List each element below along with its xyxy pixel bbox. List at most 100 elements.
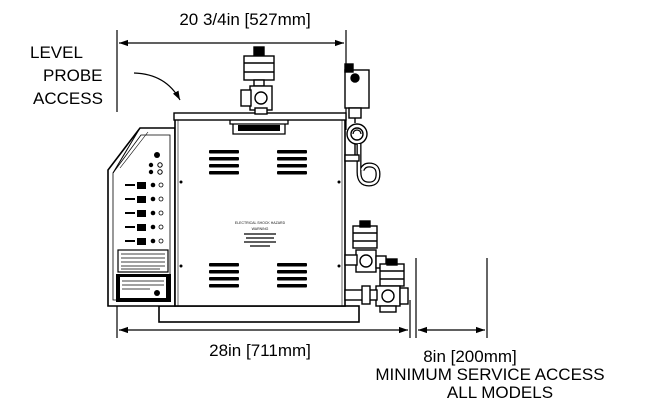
valve-nipple (254, 107, 268, 115)
panel-light (150, 182, 156, 188)
panel-light (158, 196, 164, 202)
panel-light (150, 224, 156, 230)
panel-light (150, 210, 156, 216)
top-solenoid-valve (240, 46, 275, 115)
panel-switch (137, 224, 146, 231)
level-probe-label-line2: PROBE (43, 66, 103, 85)
pressure-switch-base (348, 107, 362, 119)
panel-indicator-light (148, 162, 154, 168)
solenoid-coil (243, 55, 275, 81)
panel-legend-strip (125, 212, 135, 214)
lifting-handle (229, 120, 289, 135)
service-access-label-line1: MINIMUM SERVICE ACCESS (375, 365, 605, 384)
cabinet-screw (337, 264, 341, 268)
pressure-switch-knob (350, 73, 360, 83)
panel-light (158, 182, 164, 188)
panel-legend-strip (125, 226, 135, 228)
louver-slot (277, 284, 307, 288)
drain-pipe (344, 289, 378, 301)
valve-port (254, 91, 268, 105)
base-skid (158, 305, 360, 323)
louver-slot (209, 171, 239, 175)
fill-valve-port (359, 254, 373, 268)
cabinet-screw (179, 180, 183, 184)
panel-legend-strip (125, 184, 135, 186)
solenoid-stem (253, 79, 265, 87)
boiler-cabinet: ELECTRICAL SHOCK HAZARD WARNING (173, 112, 347, 307)
panel-slant-detail (119, 131, 149, 169)
panel-legend-strip (125, 198, 135, 200)
fill-solenoid-coil (352, 225, 378, 249)
louver-slot (209, 263, 239, 267)
data-plate-text-lines (121, 253, 165, 270)
panel-bevel-line (112, 127, 141, 174)
top-width-label: 20 3/4in [527mm] (179, 10, 311, 29)
data-plate-window-lines (122, 280, 164, 290)
drain-valve-outlet-lower (379, 305, 397, 313)
louver-slot (277, 263, 307, 267)
service-clearance-label: 8in [200mm] (423, 347, 517, 366)
louver-slot (209, 270, 239, 274)
louver-slot (277, 277, 307, 281)
panel-switch (137, 210, 146, 217)
cabinet-warning-label: ELECTRICAL SHOCK HAZARD WARNING (235, 221, 286, 247)
louver-slot (209, 150, 239, 154)
panel-indicator-light (148, 169, 154, 175)
cabinet-louvers (209, 150, 307, 288)
valve-fitting-left (240, 89, 252, 107)
panel-screw (154, 290, 160, 296)
louver-slot (277, 157, 307, 161)
pressure-switch-conduit (344, 63, 354, 73)
fill-valve-side-pipe (344, 254, 358, 266)
lifting-handle-bar (238, 125, 280, 131)
panel-light (150, 238, 156, 244)
panel-switch-rows (125, 182, 164, 245)
pressure-controls (344, 63, 381, 187)
level-probe-label-line3: ACCESS (33, 89, 103, 108)
warning-label-line1: ELECTRICAL SHOCK HAZARD (235, 221, 286, 225)
cabinet-screw (337, 180, 341, 184)
level-probe-leader-arrow (133, 72, 181, 101)
louver-slot (277, 270, 307, 274)
panel-light (158, 238, 164, 244)
louver-slot (209, 157, 239, 161)
pigtail-siphon-loop-inner (357, 144, 380, 186)
warning-label-line2: WARNING (252, 227, 269, 231)
panel-legend-strip (125, 240, 135, 242)
cabinet-screws (179, 180, 341, 268)
louver-slot (277, 150, 307, 154)
service-clearance-dimension (415, 258, 488, 338)
bottom-width-label: 28in [711mm] (209, 341, 311, 360)
panel-switch (137, 196, 146, 203)
louver-slot (277, 164, 307, 168)
drain-solenoid-cap (386, 258, 398, 266)
panel-indicator-light (154, 152, 160, 158)
panel-data-plate-top (117, 249, 169, 273)
panel-switch (137, 182, 146, 189)
level-probe-label-line1: LEVEL (30, 43, 83, 62)
panel-light (150, 196, 156, 202)
pressure-gauge-needle (352, 129, 362, 135)
drain-valve-port (381, 289, 395, 303)
drain-valve-outlet (399, 287, 409, 305)
drain-solenoid-coil (379, 263, 405, 287)
side-plumbing (344, 220, 409, 313)
panel-indicator-light (157, 162, 163, 168)
panel-indicator-light (157, 169, 163, 175)
warning-label-text-lines (244, 233, 276, 247)
louver-slot (277, 171, 307, 175)
control-panel (107, 127, 176, 307)
panel-switch (137, 238, 146, 245)
cabinet-screw (179, 264, 183, 268)
fill-solenoid-cap (359, 220, 371, 228)
louver-slot (209, 277, 239, 281)
gauge-connector (344, 154, 360, 162)
panel-light (158, 210, 164, 216)
cabinet-body (174, 114, 346, 307)
drain-pipe-coupling (361, 285, 371, 305)
service-access-label-line2: ALL MODELS (446, 383, 554, 402)
louver-slot (209, 284, 239, 288)
panel-light (158, 224, 164, 230)
louver-slot (209, 164, 239, 168)
